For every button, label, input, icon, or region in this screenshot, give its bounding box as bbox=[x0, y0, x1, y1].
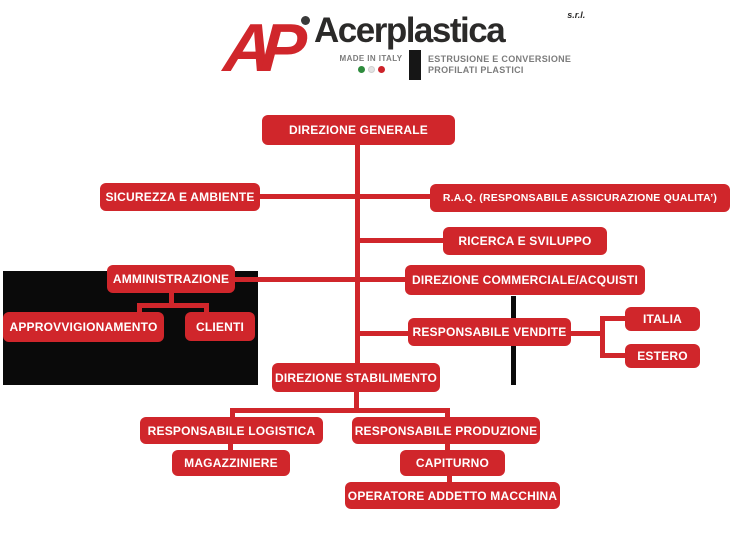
org-node-raq: R.A.Q. (RESPONSABILE ASSICURAZIONE QUALI… bbox=[430, 184, 730, 212]
connector-approvvigionamento-drop bbox=[137, 303, 142, 314]
org-node-approvvigionamento: APPROVVIGIONAMENTO bbox=[3, 312, 164, 342]
logo-divider-bar bbox=[409, 50, 421, 80]
org-node-magazziniere: MAGAZZINIERE bbox=[172, 450, 290, 476]
connector-vendite-branch-vertical bbox=[600, 316, 605, 358]
connector-capiturno-stub bbox=[445, 443, 450, 451]
org-node-amministrazione: AMMINISTRAZIONE bbox=[107, 265, 235, 293]
connector-operatore-stub bbox=[447, 475, 452, 483]
made-in-italy-label: MADE IN ITALY bbox=[339, 54, 403, 63]
connector-logistica-drop bbox=[230, 408, 235, 418]
logo-suffix: s.r.l. bbox=[567, 10, 586, 20]
org-node-direzione-generale: DIREZIONE GENERALE bbox=[262, 115, 455, 145]
org-node-estero: ESTERO bbox=[625, 344, 700, 368]
logo-dot-icon bbox=[301, 16, 310, 25]
flag-red-dot bbox=[377, 66, 385, 73]
org-node-responsabile-vendite: RESPONSABILE VENDITE bbox=[408, 318, 571, 346]
connector-stabilimento-branch bbox=[230, 408, 450, 413]
org-node-responsabile-logistica: RESPONSABILE LOGISTICA bbox=[140, 417, 323, 444]
connector-ricerca bbox=[356, 238, 445, 243]
flag-green-dot bbox=[357, 66, 365, 73]
org-node-italia: ITALIA bbox=[625, 307, 700, 331]
connector-estero bbox=[600, 353, 627, 358]
connector-italia bbox=[600, 316, 627, 321]
logo-wordblock: Acerplastica s.r.l. MADE IN ITALY ESTRUS… bbox=[314, 8, 585, 80]
connector-clienti-drop bbox=[204, 303, 209, 314]
org-node-operatore-macchina: OPERATORE ADDETTO MACCHINA bbox=[345, 482, 560, 509]
org-node-responsabile-produzione: RESPONSABILE PRODUZIONE bbox=[352, 417, 540, 444]
flag-white-dot bbox=[367, 66, 375, 73]
org-node-clienti: CLIENTI bbox=[185, 312, 255, 341]
org-node-ricerca-sviluppo: RICERCA E SVILUPPO bbox=[443, 227, 607, 255]
tagline-line2: PROFILATI PLASTICI bbox=[428, 65, 524, 75]
connector-amministrazione-stub bbox=[169, 293, 174, 306]
connector-vendite-right bbox=[569, 331, 602, 336]
acerplastica-logo: AP Acerplastica s.r.l. MADE IN ITALY EST… bbox=[221, 8, 585, 90]
made-in-italy-block: MADE IN ITALY bbox=[340, 54, 402, 73]
connector-vendite-left bbox=[356, 331, 410, 336]
connector-magazziniere-stub bbox=[228, 443, 233, 451]
connector-amministrazione-commerciale bbox=[235, 277, 407, 282]
org-node-sicurezza-ambiente: SICUREZZA E AMBIENTE bbox=[100, 183, 260, 211]
logo-tagline: MADE IN ITALY ESTRUSIONE E CONVERSIONE P… bbox=[340, 50, 571, 80]
logo-tagline-text: ESTRUSIONE E CONVERSIONE PROFILATI PLAST… bbox=[428, 54, 571, 76]
tagline-line1: ESTRUSIONE E CONVERSIONE bbox=[428, 54, 572, 64]
connector-sicurezza-raq bbox=[260, 194, 430, 199]
connector-stabilimento-stub bbox=[354, 392, 359, 411]
italian-flag-dots-icon bbox=[357, 66, 385, 73]
logo-wordmark: Acerplastica bbox=[314, 11, 506, 50]
connector-produzione-drop bbox=[445, 408, 450, 418]
connector-main-vertical bbox=[355, 144, 360, 365]
org-node-capiturno: CAPITURNO bbox=[400, 450, 505, 476]
connector-amministrazione-branch bbox=[137, 303, 209, 308]
org-node-direzione-commerciale: DIREZIONE COMMERCIALE/ACQUISTI bbox=[405, 265, 645, 295]
logo-ap-monogram: AP bbox=[221, 8, 312, 90]
org-node-direzione-stabilimento: DIREZIONE STABILIMENTO bbox=[272, 363, 440, 392]
